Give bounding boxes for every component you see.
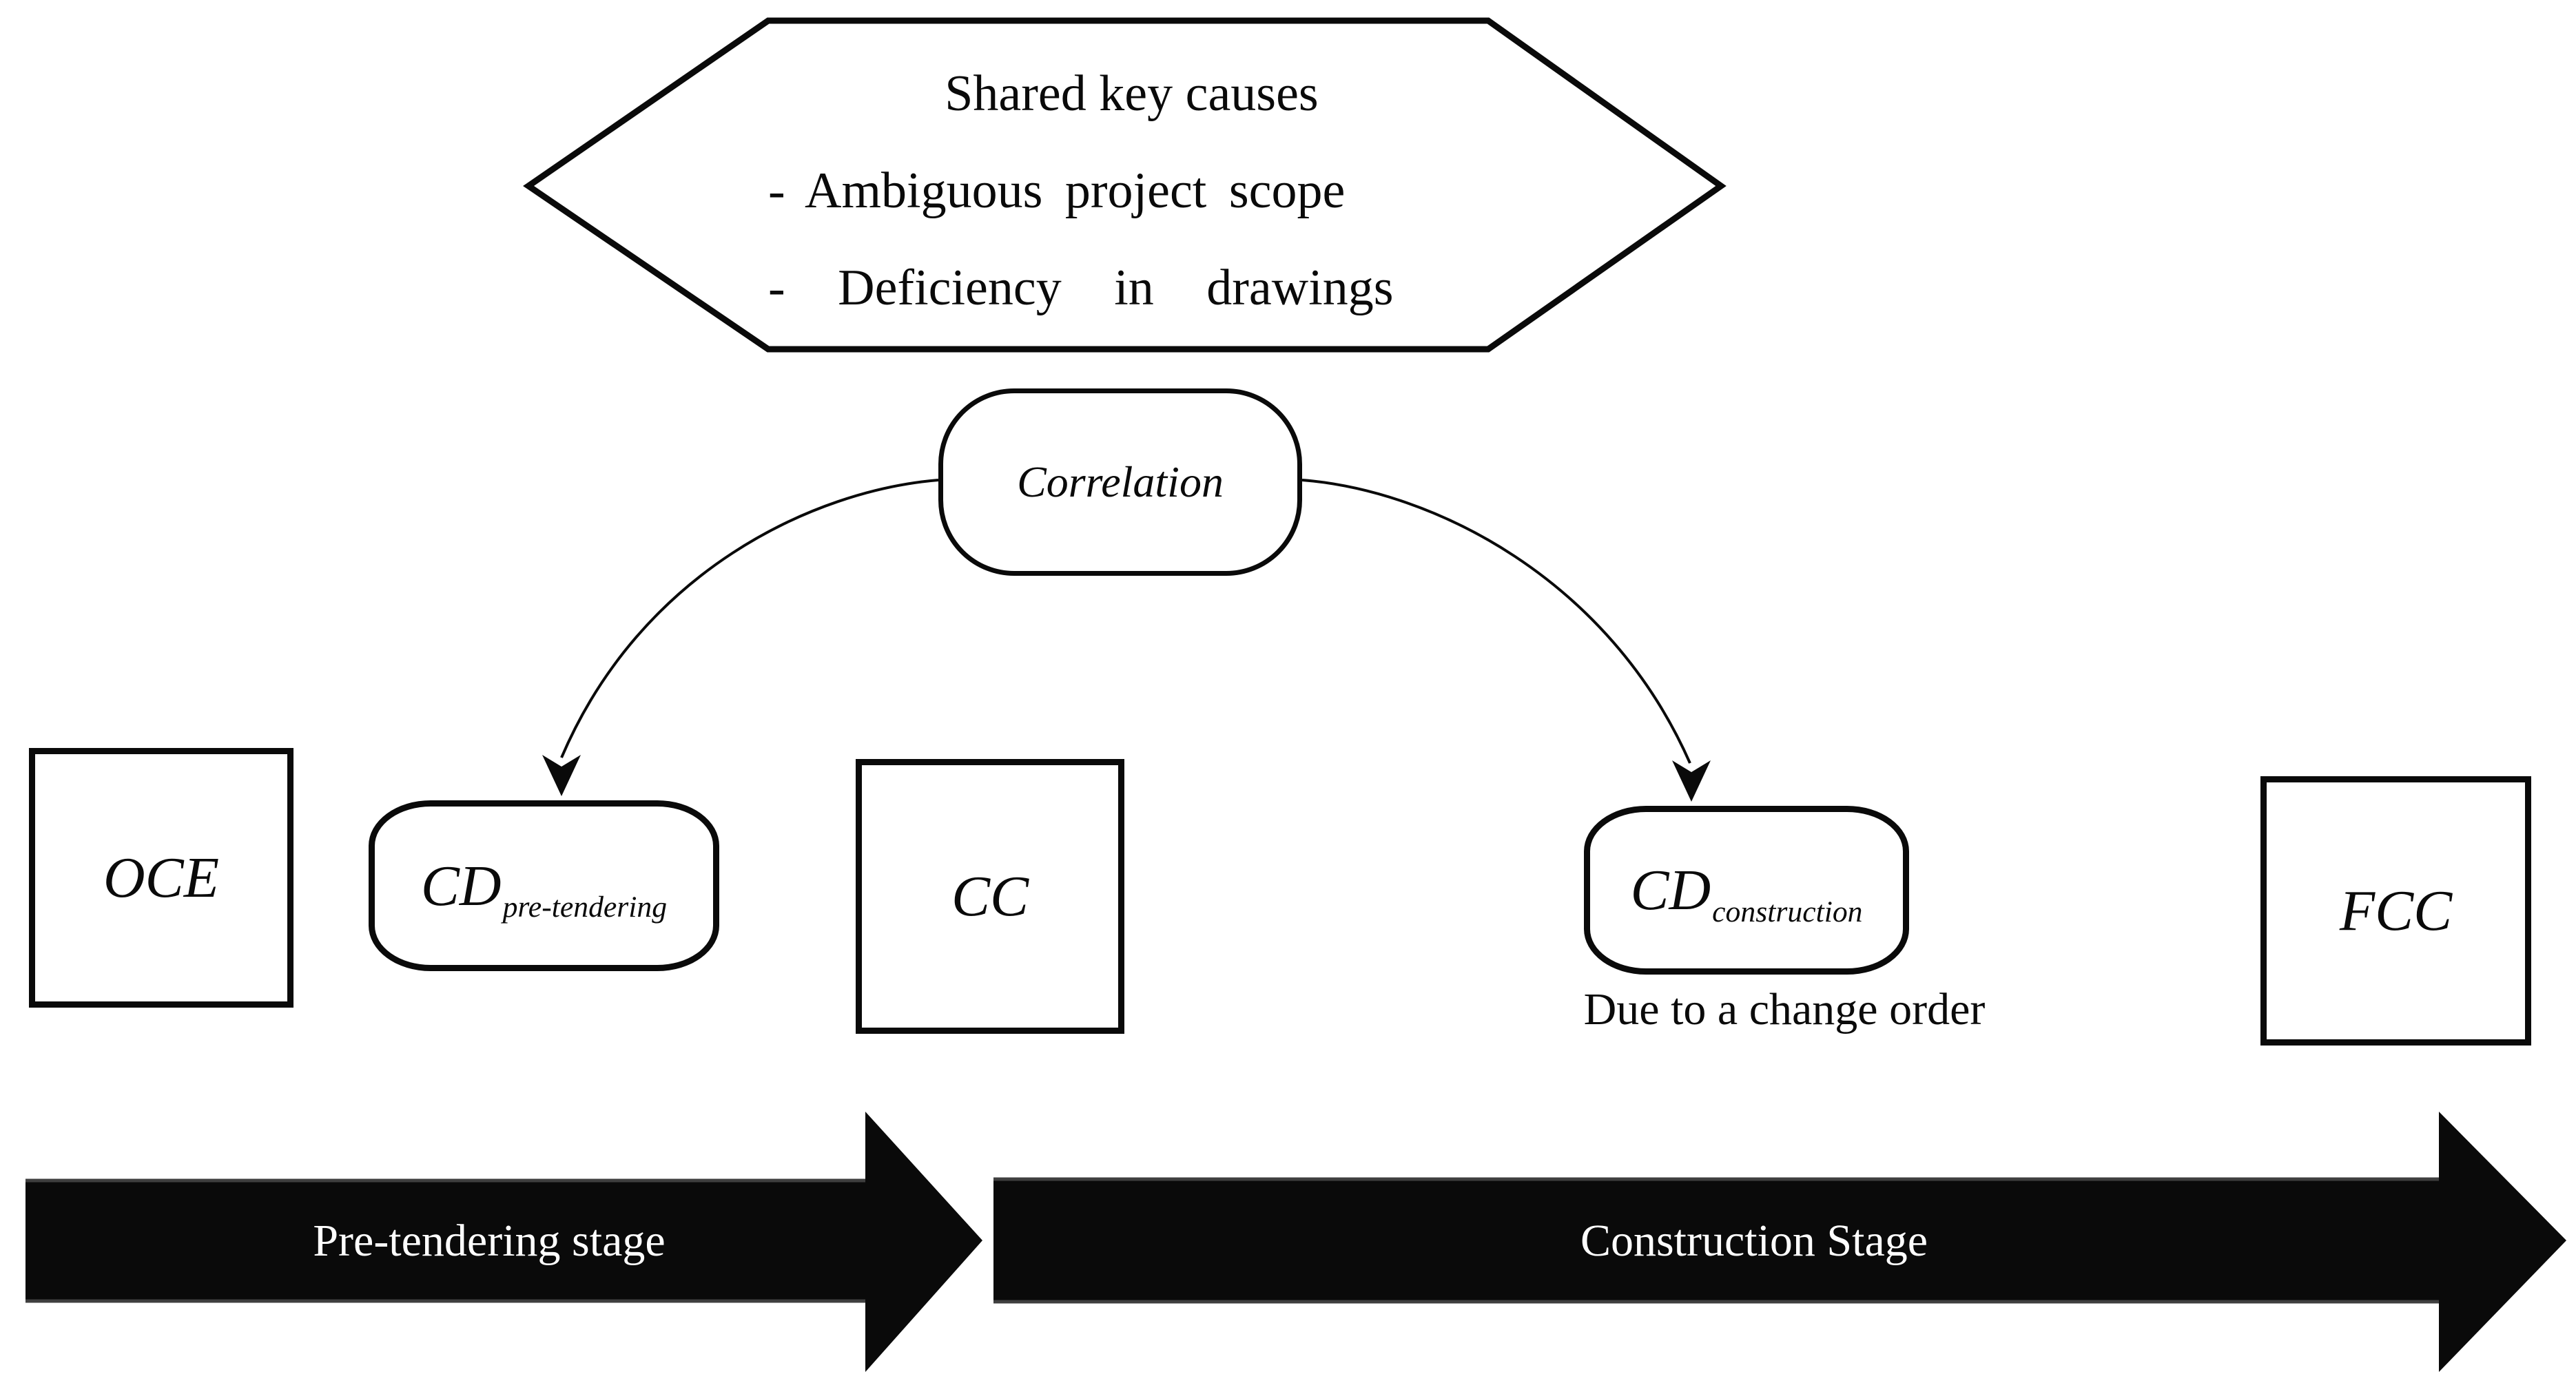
cdpre-down-arrowhead-icon [542,755,581,796]
hexagon-bullet-deficiency-drawings: - Deficiency in drawings [768,260,1394,316]
cd-pre-tendering-label: CDpre-tendering [420,853,667,923]
cc-label: CC [951,864,1029,928]
construction-stage-label: Construction Stage [1580,1216,1928,1266]
fcc-box: FCC [2260,776,2531,1046]
cd-construction-label: CDconstruction [1630,857,1862,927]
hexagon-text-block: Shared key causes - Ambiguous project sc… [768,45,1495,337]
shared-causes-hexagon-shape [523,17,1727,353]
cd-pre-tendering-node: CDpre-tendering [369,800,719,971]
hexagon-title: Shared key causes [945,65,1319,122]
oce-label: OCE [103,846,219,910]
cdconstruction-down-arrowhead-icon [1672,760,1711,802]
pre-tendering-stage-label: Pre-tendering stage [313,1216,666,1266]
change-order-note: Due to a change order [1583,984,1986,1034]
cd-pre-main: CD [420,853,502,918]
fcc-label: FCC [2339,879,2453,943]
cd-pre-subscript: pre-tendering [502,891,668,924]
cd-construction-node: CDconstruction [1584,806,1909,975]
construction-stage-arrow [993,1112,2566,1372]
correlation-to-cdpre-curve [560,479,939,758]
cc-box: CC [856,759,1124,1034]
hexagon-bullet-ambiguous-scope: - Ambiguous project scope [768,163,1346,219]
cd-construction-main: CD [1630,858,1711,922]
oce-box: OCE [29,748,293,1008]
correlation-to-cdconstruction-curve [1301,479,1691,764]
cd-construction-subscript: construction [1712,895,1863,928]
correlation-node: Correlation [938,388,1302,576]
pre-tendering-stage-arrow [25,1112,982,1372]
correlation-label: Correlation [1017,457,1224,506]
